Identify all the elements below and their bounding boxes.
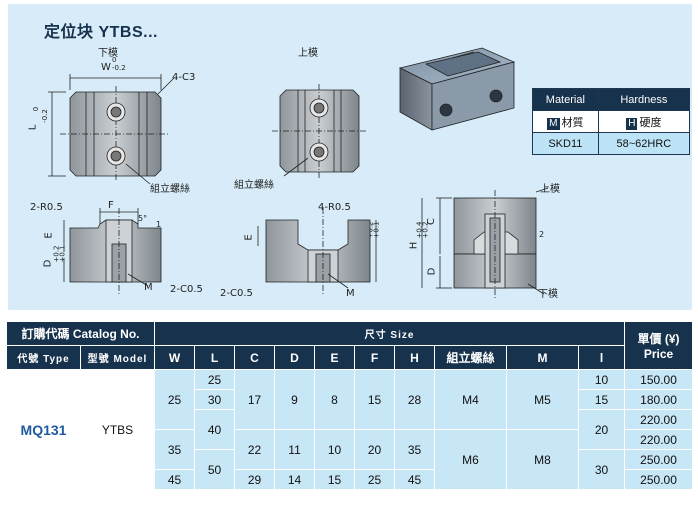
page-title: 定位块 YTBS... [44,24,158,41]
chamfer-c05-2-label: 2-C0.5 [220,288,253,299]
upper-die-label: 上模 [298,48,318,59]
price-cell: 220.00 [624,429,694,450]
h-cell: 45 [394,469,436,490]
c-cell: 17 [234,369,276,430]
w-cell: 45 [154,469,196,490]
technical-drawing [48,47,549,298]
d-cell: 14 [274,469,316,490]
h-badge: H [626,117,638,130]
col-m: M [506,345,580,370]
bolt-label-lower: 組立螺絲 [150,184,190,195]
price-header: 單價 (¥) Price [624,321,694,370]
material-value: SKD11 [532,132,599,155]
f-cell: 20 [354,429,396,470]
bolt-label-upper: 組立螺絲 [234,180,274,191]
col-c: C [234,345,276,370]
h-cell: 35 [394,429,436,470]
model-cell: YTBS [79,369,156,490]
type-cell: MQ131 [6,369,81,490]
c-cell: 29 [234,469,276,490]
f-dim-label: F [108,200,114,211]
w-tol-lower: -0.2 [112,64,126,72]
f-cell: 15 [354,369,396,430]
size-header: 尺寸 Size [154,321,626,346]
m-cell: M8 [506,429,580,490]
price-header-en: Price [643,347,674,361]
l-small-cell: 30 [578,449,626,490]
m-label-2: M [346,288,355,299]
col-l-small: l [578,345,626,370]
drawing-panel: 定位块 YTBS... 下模 W 0 -0.2 4-C3 L 0 -0.2 組立… [8,4,692,310]
hardness-cn-label: 硬度 [639,116,662,129]
col-e: E [314,345,356,370]
e-cell: 8 [314,369,356,430]
price-cell: 250.00 [624,469,694,490]
catalog-no-header: 訂購代碼 Catalog No. [5,321,156,346]
lower-label: 下模 [538,289,558,300]
model-header: 型號 Model [79,345,156,370]
hardness-value: 58~62HRC [597,132,691,155]
e-cell: 10 [314,429,356,470]
one-dim-label: 1 [156,220,162,229]
col-w: W [154,345,196,370]
radius-right-label: 4-R0.5 [318,202,351,213]
upper-label: 上模 [540,184,560,195]
chamfer-c05-1-label: 2-C0.5 [170,284,203,295]
f-cell: 25 [354,469,396,490]
d-cell: 11 [274,429,316,470]
w-cell: 35 [154,429,196,470]
col-l: L [194,345,236,370]
bolt-cell: M4 [434,369,508,430]
angle-1-label: 5° [138,214,148,223]
col-h: H [394,345,436,370]
price-cell: 180.00 [624,389,694,410]
price-cell: 150.00 [624,369,694,390]
m-label-1: M [144,282,153,293]
w-cell: 25 [154,369,196,430]
col-d: D [274,345,316,370]
price-header-cn: 單價 (¥) [637,332,680,346]
two-dim-label: 2 [539,230,545,239]
e-cell: 15 [314,469,356,490]
price-cell: 220.00 [624,409,694,430]
hardness-header: Hardness [597,88,691,111]
l-cell: 40 [194,409,236,450]
bolt-cell: M6 [434,429,508,490]
l-cell: 30 [194,389,236,410]
l-small-cell: 20 [578,409,626,450]
col-bolt: 組立螺絲 [434,345,508,370]
l-cell: 50 [194,449,236,490]
chamfer-top-label: 4-C3 [172,72,196,83]
radius-left-label: 2-R0.5 [30,202,63,213]
d-cell: 9 [274,369,316,430]
w-dim-label: W [101,62,111,73]
l-small-cell: 15 [578,389,626,410]
price-cell: 250.00 [624,449,694,470]
type-header: 代號 Type [6,345,81,370]
h-cell: 28 [394,369,436,430]
l-cell: 25 [194,369,236,390]
spec-table: 訂購代碼 Catalog No. 尺寸 Size 單價 (¥) Price 代號… [5,321,694,490]
col-f: F [354,345,396,370]
m-badge: M [547,117,560,130]
c-cell: 22 [234,429,276,470]
w-tol-upper: 0 [112,56,117,64]
m-cell: M5 [506,369,580,430]
material-header: Material [532,88,599,111]
material-cn-label: 材質 [561,116,584,129]
lower-die-label: 下模 [98,48,118,59]
l-small-cell: 10 [578,369,626,390]
